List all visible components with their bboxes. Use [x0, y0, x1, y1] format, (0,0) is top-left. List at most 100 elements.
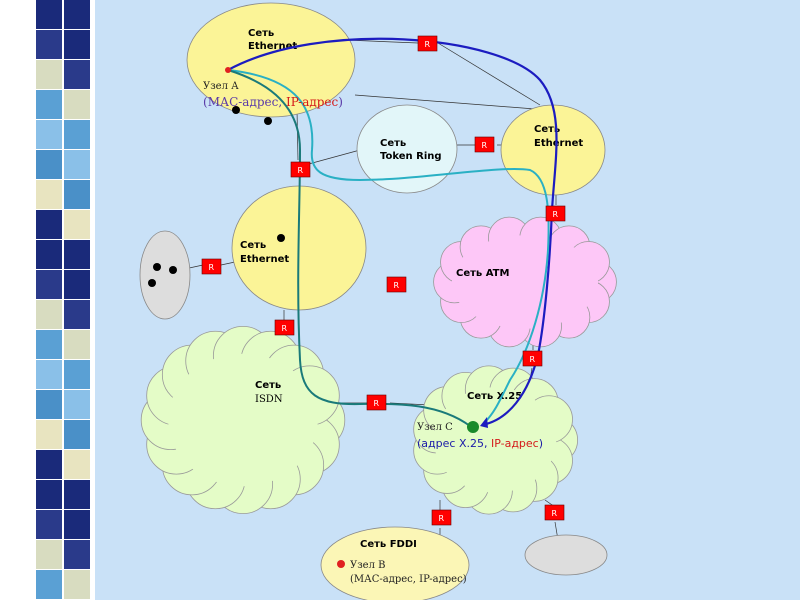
ethernet-1-label-line2: Ethernet	[248, 41, 297, 52]
strip-block	[64, 570, 90, 599]
network-atm: Сеть ATM	[433, 216, 617, 348]
host-dot	[153, 263, 161, 271]
ethernet-2-label-line1: Сеть	[240, 240, 266, 251]
router-icon: R	[417, 35, 438, 52]
strip-block	[64, 180, 90, 209]
path-teal-via-token-ring	[227, 69, 550, 423]
host-dot	[169, 266, 177, 274]
token-ring-label-line2: Token Ring	[380, 151, 442, 162]
router-label: R	[374, 399, 380, 408]
strip-block	[36, 90, 62, 119]
ethernet-3-label-line2: Ethernet	[534, 138, 583, 149]
ethernet-2-label-line2: Ethernet	[240, 254, 289, 265]
network-ethernet-3	[500, 104, 606, 196]
strip-block	[36, 60, 62, 89]
router-icon: R	[474, 136, 495, 153]
node-c-addr-close: )	[539, 437, 543, 450]
host-dot	[264, 117, 272, 125]
router-label: R	[282, 324, 288, 333]
router-label: R	[530, 355, 536, 364]
node-c-addr-open: (	[417, 437, 421, 450]
strip-block	[64, 270, 90, 299]
strip-block	[64, 480, 90, 509]
host-dot	[277, 234, 285, 242]
isdn-label-line1: Сеть	[255, 380, 281, 391]
strip-block	[64, 60, 90, 89]
strip-block	[64, 240, 90, 269]
router-label: R	[298, 166, 304, 175]
node-a-address: (МАС-адрес, IP-адрес)	[203, 95, 343, 109]
router-icon: R	[544, 504, 565, 521]
decorative-strip	[0, 0, 95, 600]
router-icon: R	[201, 258, 222, 275]
strip-block	[36, 120, 62, 149]
router-icon: R	[386, 276, 407, 293]
network-ethernet-1	[186, 2, 356, 118]
strip-block	[64, 300, 90, 329]
strip-block	[36, 420, 62, 449]
node-c-addr-x25: адрес Х.25,	[421, 437, 491, 450]
node-a-addr-close: )	[338, 95, 343, 109]
host-dot	[148, 279, 156, 287]
strip-block	[64, 330, 90, 359]
router-icon: R	[366, 394, 387, 411]
strip-block	[36, 540, 62, 569]
router-label: R	[439, 514, 445, 523]
node-b-address: (МАС-адрес, IP-адрес)	[350, 574, 467, 585]
strip-block	[64, 30, 90, 59]
isdn-label-line2: ISDN	[255, 394, 283, 405]
router-label: R	[553, 210, 559, 219]
strip-block	[64, 120, 90, 149]
strip-block	[64, 150, 90, 179]
node-c-addr-ip: IP-адрес	[491, 437, 539, 450]
strip-block	[36, 270, 62, 299]
node-c-address: (адрес Х.25, IP-адрес)	[417, 437, 543, 450]
strip-block	[64, 540, 90, 569]
strip-block	[36, 240, 62, 269]
node-b-name: Узел В	[350, 560, 385, 571]
router-label: R	[209, 263, 215, 272]
strip-block	[36, 0, 62, 29]
node-a-addr-open: (	[203, 95, 208, 109]
strip-block	[36, 180, 62, 209]
strip-block	[36, 480, 62, 509]
network-unnamed-left	[139, 230, 191, 320]
strip-block	[64, 450, 90, 479]
strip-block	[64, 90, 90, 119]
arrow-head	[480, 417, 488, 428]
strip-block	[36, 390, 62, 419]
path-dark-teal-via-isdn	[227, 69, 471, 427]
strip-block	[36, 330, 62, 359]
strip-block	[64, 420, 90, 449]
strip-block	[36, 30, 62, 59]
router-icon: R	[522, 350, 543, 367]
router-icon: R	[431, 509, 452, 526]
ethernet-1-label-line1: Сеть	[248, 28, 274, 39]
network-unnamed-bottom	[524, 534, 608, 576]
node-b-dot	[337, 560, 345, 568]
strip-block	[36, 360, 62, 389]
strip-block	[64, 510, 90, 539]
network-x25: Сеть X.25	[413, 365, 578, 515]
router-icon: R	[545, 205, 566, 222]
strip-block	[36, 150, 62, 179]
node-a-dot	[225, 67, 231, 73]
router-label: R	[482, 141, 488, 150]
strip-block	[36, 570, 62, 599]
host-dot	[232, 106, 240, 114]
routers: R R R R R R R R R R R	[201, 35, 566, 526]
router-icon: R	[274, 319, 295, 336]
strip-block	[64, 360, 90, 389]
ethernet-3-label-line1: Сеть	[534, 124, 560, 135]
network-token-ring	[356, 104, 458, 194]
node-c-name: Узел С	[417, 422, 453, 433]
atm-label: Сеть ATM	[456, 268, 510, 279]
strip-block	[36, 510, 62, 539]
strip-block	[36, 210, 62, 239]
node-c-dot	[467, 421, 479, 433]
node-a-addr-ip: IP-адрес	[286, 95, 339, 109]
token-ring-label-line1: Сеть	[380, 138, 406, 149]
router-icon: R	[290, 161, 311, 178]
